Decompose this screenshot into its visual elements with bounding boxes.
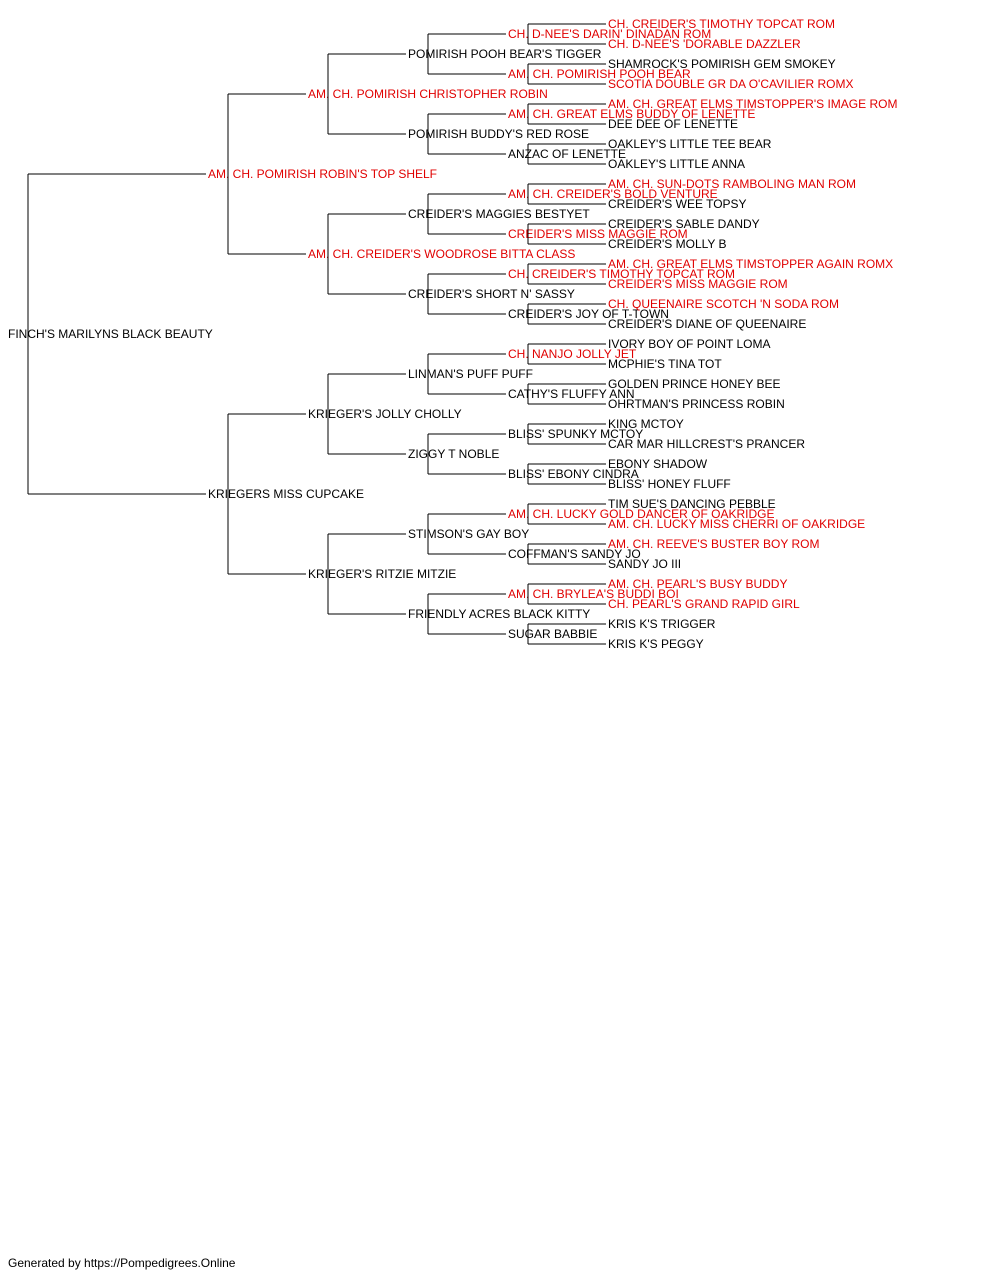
- dog-name[interactable]: MCPHIE'S TINA TOT: [608, 357, 722, 371]
- dog-name[interactable]: AM. CH. CREIDER'S BOLD VENTURE: [508, 187, 718, 201]
- dog-name[interactable]: OHRTMAN'S PRINCESS ROBIN: [608, 397, 785, 411]
- dog-name[interactable]: OAKLEY'S LITTLE TEE BEAR: [608, 137, 772, 151]
- dog-name[interactable]: AM. CH. POMIRISH CHRISTOPHER ROBIN: [308, 87, 548, 101]
- dog-name[interactable]: FRIENDLY ACRES BLACK KITTY: [408, 607, 590, 621]
- dog-name[interactable]: BLISS' HONEY FLUFF: [608, 477, 731, 491]
- dog-name[interactable]: CH. CREIDER'S TIMOTHY TOPCAT ROM: [508, 267, 735, 281]
- dog-name[interactable]: AM. CH. GREAT ELMS BUDDY OF LENETTE: [508, 107, 755, 121]
- dog-name[interactable]: CH. NANJO JOLLY JET: [508, 347, 637, 361]
- dog-name[interactable]: CH. CREIDER'S TIMOTHY TOPCAT ROM: [608, 17, 835, 31]
- dog-name[interactable]: BLISS' SPUNKY MCTOY: [508, 427, 643, 441]
- dog-name[interactable]: POMIRISH POOH BEAR'S TIGGER: [408, 47, 602, 61]
- dog-name[interactable]: AM. CH. CREIDER'S WOODROSE BITTA CLASS: [308, 247, 575, 261]
- dog-name[interactable]: KING MCTOY: [608, 417, 684, 431]
- dog-name[interactable]: CH. PEARL'S GRAND RAPID GIRL: [608, 597, 800, 611]
- dog-name[interactable]: CREIDER'S MISS MAGGIE ROM: [508, 227, 688, 241]
- dog-name[interactable]: EBONY SHADOW: [608, 457, 708, 471]
- dog-name[interactable]: ZIGGY T NOBLE: [408, 447, 499, 461]
- dog-name[interactable]: POMIRISH BUDDY'S RED ROSE: [408, 127, 589, 141]
- dog-name[interactable]: CREIDER'S WEE TOPSY: [608, 197, 747, 211]
- dog-name[interactable]: CH. QUEENAIRE SCOTCH 'N SODA ROM: [608, 297, 839, 311]
- dog-name[interactable]: AM. CH. POMIRISH POOH BEAR: [508, 67, 691, 81]
- dog-name[interactable]: KRIEGER'S JOLLY CHOLLY: [308, 407, 462, 421]
- dog-name[interactable]: STIMSON'S GAY BOY: [408, 527, 529, 541]
- dog-name[interactable]: IVORY BOY OF POINT LOMA: [608, 337, 771, 351]
- dog-name[interactable]: AM. CH. LUCKY MISS CHERRI OF OAKRIDGE: [608, 517, 865, 531]
- dog-name[interactable]: AM. CH. POMIRISH ROBIN'S TOP SHELF: [208, 167, 437, 181]
- dog-name[interactable]: SANDY JO III: [608, 557, 681, 571]
- dog-name[interactable]: CREIDER'S MISS MAGGIE ROM: [608, 277, 788, 291]
- dog-name[interactable]: COFFMAN'S SANDY JO: [508, 547, 641, 561]
- dog-name[interactable]: SCOTIA DOUBLE GR DA O'CAVILIER ROMX: [608, 77, 853, 91]
- dog-name[interactable]: DEE DEE OF LENETTE: [608, 117, 738, 131]
- dog-name[interactable]: SUGAR BABBIE: [508, 627, 597, 641]
- dog-name-subject[interactable]: FINCH'S MARILYNS BLACK BEAUTY: [8, 327, 213, 341]
- dog-name[interactable]: AM. CH. PEARL'S BUSY BUDDY: [608, 577, 787, 591]
- footer-credit: Generated by https://Pompedigrees.Online: [8, 1256, 236, 1270]
- dog-name[interactable]: AM. CH. REEVE'S BUSTER BOY ROM: [608, 537, 819, 551]
- dog-name[interactable]: OAKLEY'S LITTLE ANNA: [608, 157, 745, 171]
- dog-name[interactable]: CREIDER'S MAGGIES BESTYET: [408, 207, 590, 221]
- dog-name[interactable]: CATHY'S FLUFFY ANN: [508, 387, 635, 401]
- dog-name[interactable]: KRIEGER'S RITZIE MITZIE: [308, 567, 456, 581]
- dog-name[interactable]: CREIDER'S JOY OF T-TOWN: [508, 307, 669, 321]
- dog-name[interactable]: AM. CH. BRYLEA'S BUDDI BOI: [508, 587, 679, 601]
- dog-name[interactable]: CREIDER'S MOLLY B: [608, 237, 727, 251]
- dog-name[interactable]: AM. CH. GREAT ELMS TIMSTOPPER AGAIN ROMX: [608, 257, 893, 271]
- dog-name[interactable]: KRIS K'S PEGGY: [608, 637, 704, 651]
- dog-name[interactable]: GOLDEN PRINCE HONEY BEE: [608, 377, 781, 391]
- dog-name[interactable]: AM. CH. LUCKY GOLD DANCER OF OAKRIDGE: [508, 507, 775, 521]
- dog-name[interactable]: AM. CH. SUN-DOTS RAMBOLING MAN ROM: [608, 177, 856, 191]
- dog-name[interactable]: TIM SUE'S DANCING PEBBLE: [608, 497, 776, 511]
- dog-name[interactable]: ANZAC OF LENETTE: [508, 147, 626, 161]
- dog-name[interactable]: LINMAN'S PUFF PUFF: [408, 367, 533, 381]
- dog-name[interactable]: CAR MAR HILLCREST'S PRANCER: [608, 437, 805, 451]
- dog-name[interactable]: SHAMROCK'S POMIRISH GEM SMOKEY: [608, 57, 836, 71]
- dog-name[interactable]: AM. CH. GREAT ELMS TIMSTOPPER'S IMAGE RO…: [608, 97, 897, 111]
- dog-name[interactable]: CH. D-NEE'S 'DORABLE DAZZLER: [608, 37, 801, 51]
- dog-name[interactable]: KRIEGERS MISS CUPCAKE: [208, 487, 364, 501]
- dog-name[interactable]: CH. D-NEE'S DARIN' DINADAN ROM: [508, 27, 711, 41]
- dog-name[interactable]: CREIDER'S SHORT N' SASSY: [408, 287, 575, 301]
- dog-name[interactable]: KRIS K'S TRIGGER: [608, 617, 716, 631]
- dog-name[interactable]: CREIDER'S SABLE DANDY: [608, 217, 760, 231]
- dog-name[interactable]: CREIDER'S DIANE OF QUEENAIRE: [608, 317, 806, 331]
- dog-name[interactable]: BLISS' EBONY CINDRA: [508, 467, 639, 481]
